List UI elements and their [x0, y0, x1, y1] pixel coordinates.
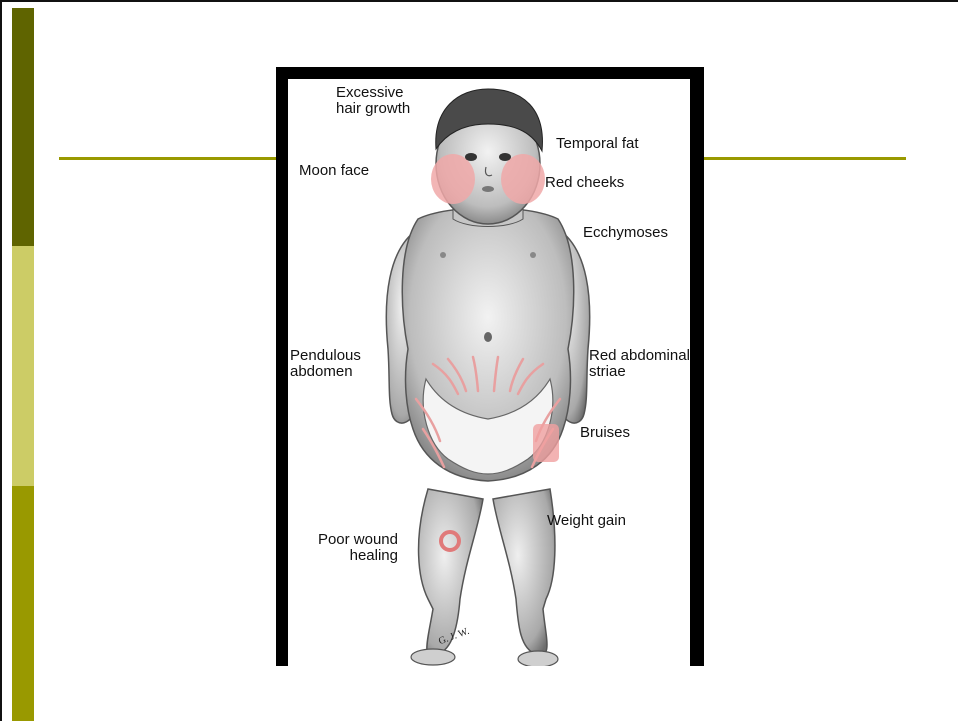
navel [484, 332, 492, 342]
side-bar-olive [12, 486, 34, 721]
bruise [533, 424, 559, 462]
red-cheeks-left [431, 154, 475, 204]
right-foot [518, 651, 558, 666]
right-leg [493, 489, 555, 655]
label-weight-gain: Weight gain [547, 513, 626, 529]
cushing-syndrome-figure: Excessive hair growth Temporal fat Moon … [276, 67, 704, 666]
label-red-abdominal-striae: Red abdominal striae [589, 348, 690, 380]
label-excessive-hair-growth: Excessive hair growth [336, 85, 410, 117]
label-pendulous-abdomen: Pendulous abdomen [290, 348, 361, 380]
figure-canvas: Excessive hair growth Temporal fat Moon … [288, 79, 690, 666]
title-rule-left [59, 157, 277, 160]
side-bar-dark [12, 8, 34, 246]
side-bar-light [12, 246, 34, 486]
label-poor-wound-healing: Poor wound healing [316, 532, 398, 564]
title-rule-right [704, 157, 906, 160]
label-red-cheeks: Red cheeks [545, 175, 624, 191]
label-temporal-fat: Temporal fat [556, 136, 639, 152]
left-foot [411, 649, 455, 665]
label-bruises: Bruises [580, 425, 630, 441]
label-ecchymoses: Ecchymoses [583, 225, 668, 241]
red-cheeks-right [501, 154, 545, 204]
label-moon-face: Moon face [299, 163, 369, 179]
